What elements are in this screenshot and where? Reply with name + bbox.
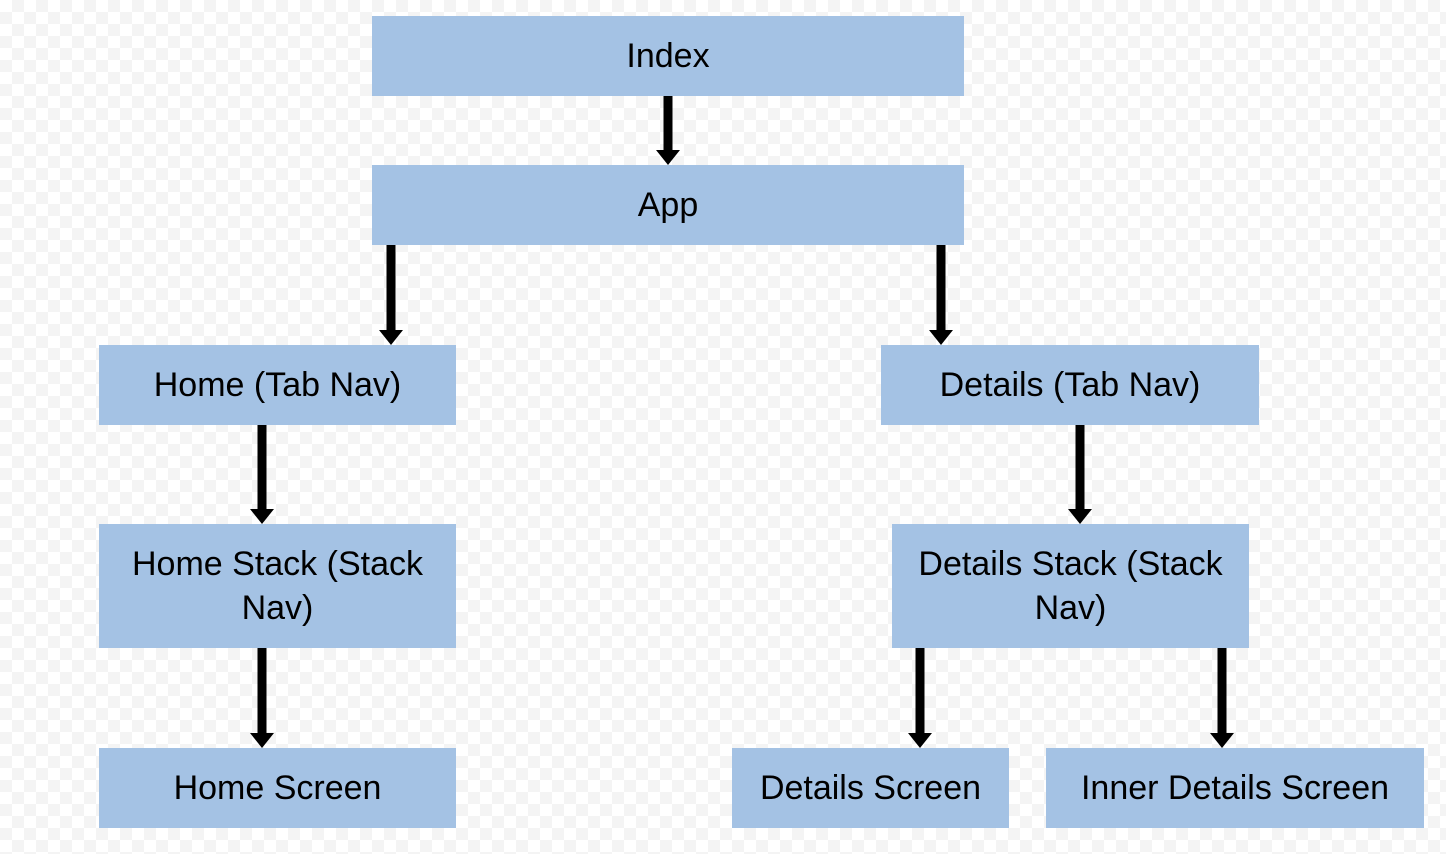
node-details-tab-nav: Details (Tab Nav): [881, 345, 1259, 425]
arrow-home-stack-to-home-screen: [250, 648, 274, 748]
arrow-details-tab-to-details-stack: [1068, 425, 1092, 524]
arrow-home-tab-to-home-stack: [250, 425, 274, 524]
node-inner-details-screen-label: Inner Details Screen: [1080, 769, 1390, 807]
node-index-label: Index: [626, 37, 710, 75]
arrow-app-to-details-tab: [929, 245, 953, 345]
node-inner-details-screen: Inner Details Screen: [1046, 748, 1424, 828]
node-details-stack-nav: Details Stack (Stack Nav): [892, 524, 1249, 648]
node-home-stack-nav: Home Stack (Stack Nav): [99, 524, 456, 648]
node-details-screen-label: Details Screen: [759, 769, 982, 807]
node-details-screen: Details Screen: [732, 748, 1009, 828]
node-home-tab-nav-label: Home (Tab Nav): [153, 366, 402, 404]
node-home-screen: Home Screen: [99, 748, 456, 828]
node-home-screen-label: Home Screen: [173, 769, 382, 807]
node-home-stack-nav-label: Home Stack (Stack Nav): [132, 545, 423, 627]
arrow-app-to-home-tab: [379, 245, 403, 345]
node-index: Index: [372, 16, 964, 96]
arrow-details-stack-to-details-screen: [908, 648, 932, 748]
node-details-tab-nav-label: Details (Tab Nav): [939, 366, 1201, 404]
node-details-stack-nav-label: Details Stack (Stack Nav): [918, 545, 1223, 627]
node-app-label: App: [637, 186, 699, 224]
node-home-tab-nav: Home (Tab Nav): [99, 345, 456, 425]
arrow-index-to-app: [656, 96, 680, 165]
node-app: App: [372, 165, 964, 245]
arrow-details-stack-to-inner-details-screen: [1210, 648, 1234, 748]
